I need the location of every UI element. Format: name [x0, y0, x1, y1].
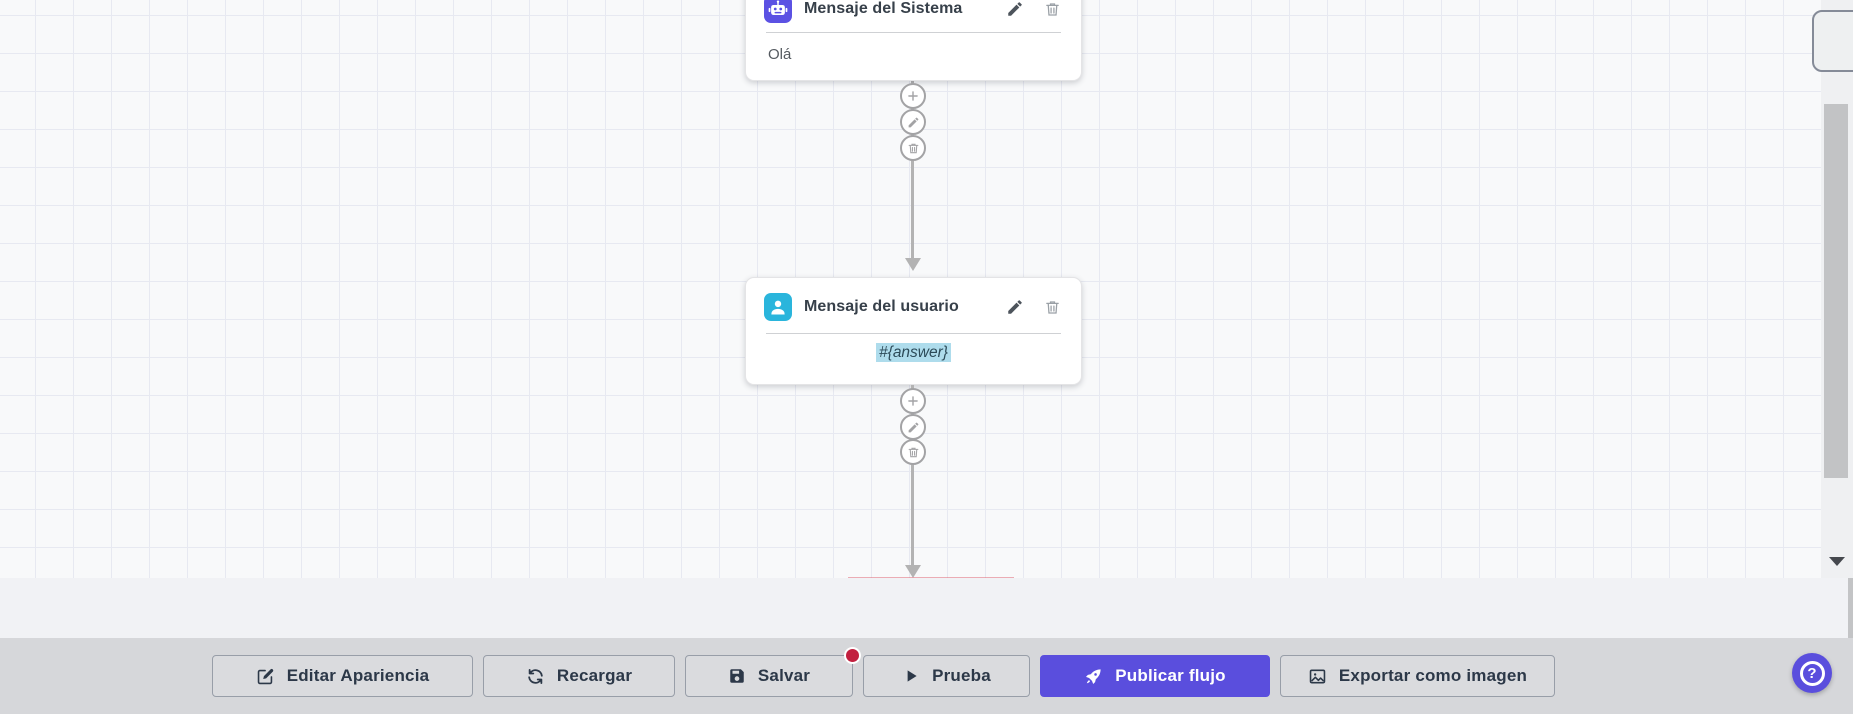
bottom-toolbar: Editar Apariencia Recargar Salvar	[0, 638, 1853, 714]
image-icon	[1308, 667, 1327, 686]
edit-step-button[interactable]	[900, 109, 926, 135]
connector-arrow-icon	[905, 258, 921, 271]
button-label: Salvar	[757, 666, 811, 685]
add-step-button[interactable]	[900, 83, 926, 109]
edit-step-button[interactable]	[900, 414, 926, 440]
publish-flow-button[interactable]: Publicar flujo	[1040, 655, 1270, 697]
button-label: Prueba	[932, 666, 991, 685]
canvas-scrollbar-thumb[interactable]	[1824, 104, 1848, 478]
unsaved-changes-badge	[844, 647, 861, 664]
delete-step-button[interactable]	[900, 135, 926, 161]
save-button[interactable]: Salvar	[685, 647, 861, 697]
variable-chip[interactable]: #{answer}	[876, 343, 951, 362]
reload-button[interactable]: Recargar	[483, 655, 675, 697]
refresh-icon	[526, 667, 545, 686]
edit-appearance-button[interactable]: Editar Apariencia	[212, 655, 473, 697]
divider	[766, 333, 1061, 334]
delete-node-icon[interactable]	[1042, 297, 1063, 318]
user-icon	[764, 293, 792, 321]
button-label: Publicar flujo	[1115, 666, 1226, 685]
next-node-top-edge	[848, 577, 1014, 578]
node-system-message[interactable]: Mensaje del Sistema Olá	[745, 0, 1082, 81]
test-button[interactable]: Prueba	[863, 655, 1030, 697]
scroll-down-arrow-icon[interactable]	[1829, 557, 1845, 566]
add-step-button[interactable]	[900, 388, 926, 414]
corner-panel	[1812, 10, 1853, 72]
delete-node-icon[interactable]	[1042, 0, 1063, 20]
node-title: Mensaje del Sistema	[804, 0, 963, 17]
button-label: Recargar	[556, 666, 633, 685]
connector-line	[911, 385, 914, 566]
divider	[766, 32, 1061, 33]
node-title: Mensaje del usuario	[804, 298, 959, 315]
button-label: Exportar como imagen	[1338, 666, 1528, 685]
edit-node-icon[interactable]	[1004, 0, 1026, 20]
robot-icon	[764, 0, 792, 23]
flow-canvas[interactable]: Mensaje del Sistema Olá	[0, 0, 1853, 578]
edit-appearance-icon	[256, 667, 275, 686]
connector-arrow-icon	[905, 565, 921, 578]
node-user-message[interactable]: Mensaje del usuario #{answer}	[745, 277, 1082, 385]
export-image-button[interactable]: Exportar como imagen	[1280, 655, 1555, 697]
edit-node-icon[interactable]	[1004, 296, 1026, 318]
delete-step-button[interactable]	[900, 439, 926, 465]
connector-line	[911, 81, 914, 259]
rocket-icon	[1084, 667, 1103, 686]
question-mark-icon: ?	[1799, 660, 1825, 686]
play-icon	[902, 667, 920, 685]
canvas-footer-strip	[0, 578, 1853, 638]
button-label: Editar Apariencia	[286, 666, 430, 685]
save-icon	[728, 667, 746, 685]
node-body-text: Olá	[768, 46, 792, 63]
help-button[interactable]: ?	[1792, 653, 1832, 693]
